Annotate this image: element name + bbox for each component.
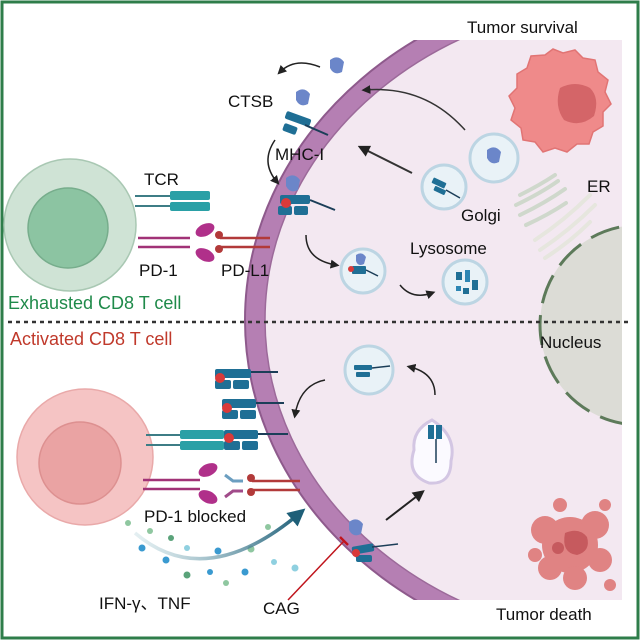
cag-inhibition-line [287,536,349,601]
tumor-cell [244,40,622,600]
label-ctsb: CTSB [228,92,273,111]
budding-vesicle [410,418,454,485]
label-cytokines: IFN-γ、TNF [99,594,191,613]
pdl1-ligand-bottom [247,474,300,496]
dying-tumor-cell-icon [528,498,616,591]
arrow-vesicle-recycle [406,363,436,396]
membrane-outer-edge [244,40,419,600]
pd1-receptor-top [138,223,215,262]
arrow-to-surface [291,379,326,419]
exhausted-t-cell [3,158,137,292]
cytokine-arrow [133,508,306,561]
ctsb-protein-icon [349,519,363,536]
vesicle-mhc1 [420,163,468,211]
label-pd1-blocked: PD-1 blocked [144,507,246,526]
ctsb-protein-icon [330,57,344,74]
ctsb-protein-icon [286,175,300,192]
vesicle-endocytosed [339,247,387,295]
activated-t-cell [16,388,154,526]
label-exhausted-cd8: Exhausted CD8 T cell [8,293,181,313]
pd1-receptor-bottom [143,463,218,504]
ctsb-protein-icon [296,89,310,106]
label-tumor-survival: Tumor survival [467,18,578,37]
tcr-receptor-bottom [146,430,224,450]
label-pd1: PD-1 [139,261,178,280]
cytokine-particles [125,520,299,586]
label-cag: CAG [263,599,300,618]
surviving-tumor-cell-icon [508,48,612,153]
tcr-receptor-top [135,191,210,211]
mhc1-surface-2 [222,399,284,419]
tumor-cytoplasm [255,40,622,600]
label-nucleus: Nucleus [540,333,601,352]
label-golgi: Golgi [461,206,501,225]
mhc1-surface-1 [215,369,278,389]
mhc1-ctsb-membrane-bottom [349,519,399,562]
tumor-nucleus [538,225,622,425]
membrane-inner-edge [264,40,461,600]
mhc1-complex-top [282,89,329,136]
arrow-ctsb-release [277,62,321,75]
vesicle-ctsb [468,132,520,184]
er-organelle [514,173,597,260]
tumor-membrane [245,40,459,600]
label-mhc1: MHC-I [275,145,324,164]
arrow-vesicle-to-membrane-1 [361,85,466,131]
label-tumor-death: Tumor death [496,605,592,624]
arrow-endocytosis [305,234,340,269]
arrow-vesicle-to-membrane-2 [357,145,413,174]
vesicle-recycled-mhc1 [343,344,395,396]
mhc1-engaged-bottom [224,430,288,450]
label-activated-cd8: Activated CD8 T cell [10,329,172,349]
arrow-internalization [385,490,425,521]
label-tcr: TCR [144,170,179,189]
pdl1-ligand-top [215,231,270,253]
label-pdl1: PD-L1 [221,261,269,280]
label-lysosome: Lysosome [410,239,487,258]
arrow-to-lysosome [399,284,436,300]
mhc1-complex-membrane [278,175,336,215]
label-er: ER [587,177,611,196]
anti-pd1-antibody-icon [224,473,243,499]
lysosome-organelle [441,258,489,306]
arrow-mhc-to-membrane [267,139,280,185]
